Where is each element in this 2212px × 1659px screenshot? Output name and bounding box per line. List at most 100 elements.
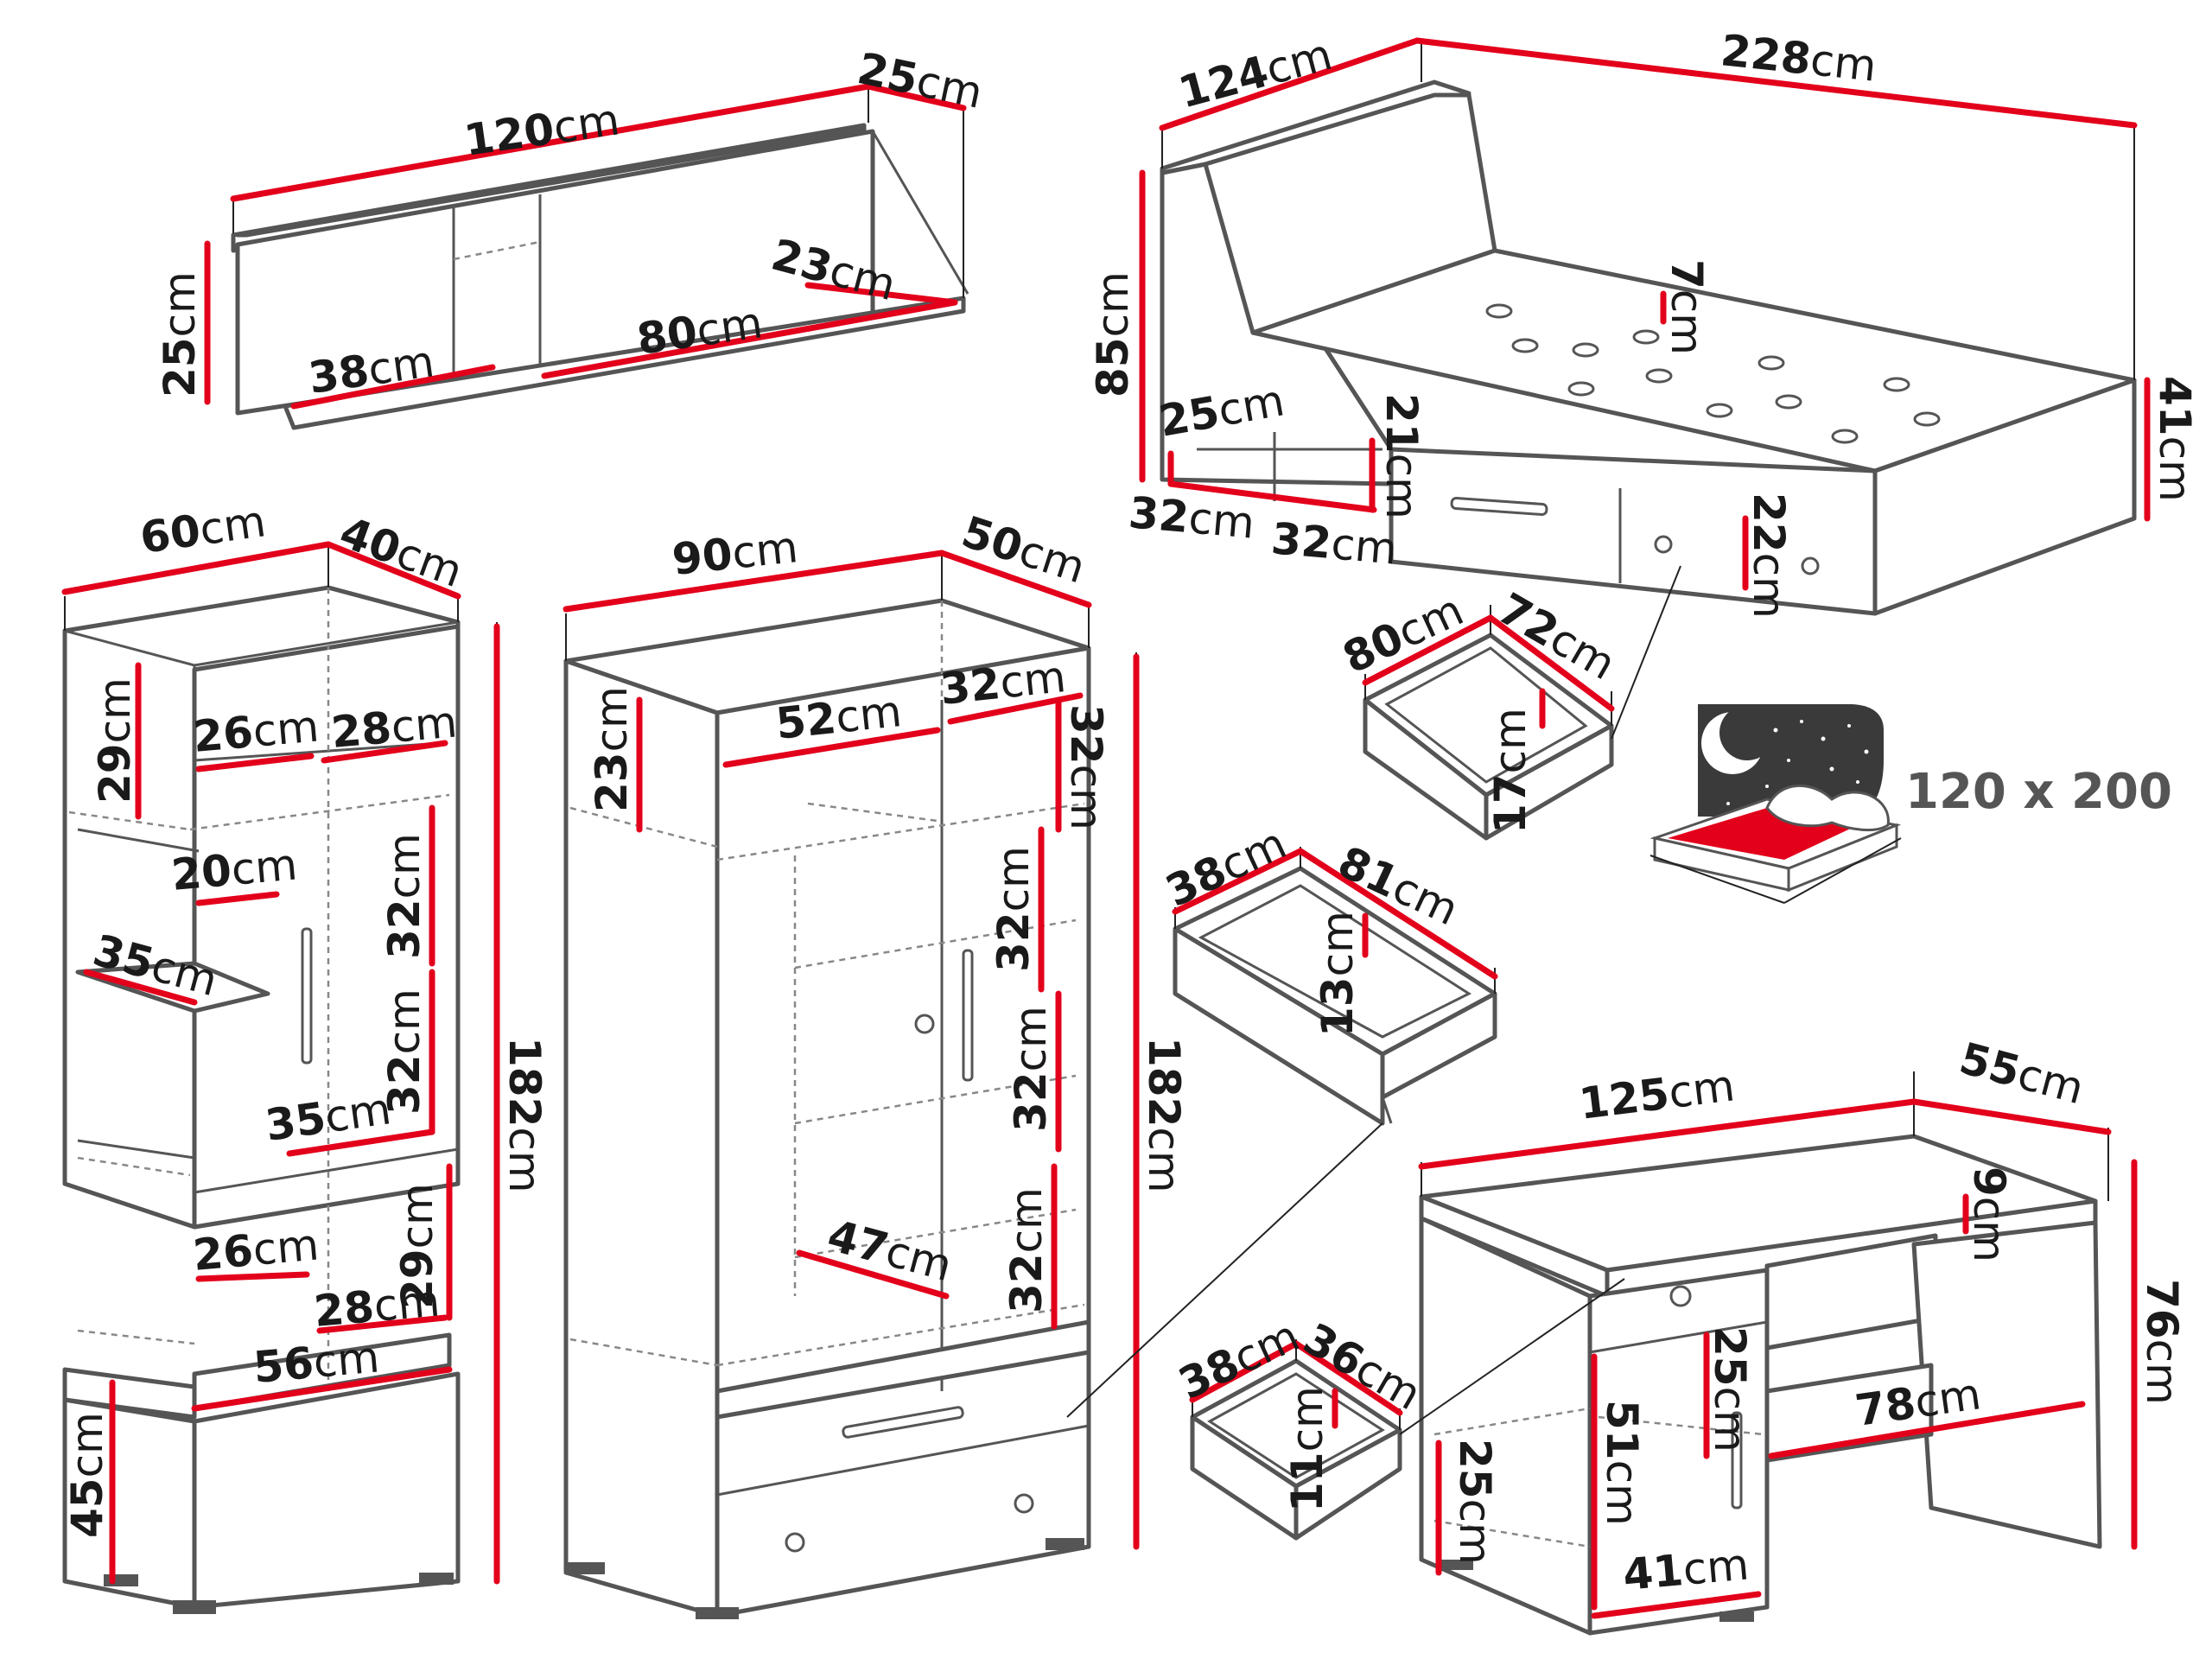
- desk-top-gap-label: 9cm: [1964, 1166, 2014, 1262]
- cabinet-inner-width-label: 20cm: [169, 839, 299, 899]
- bed-cubby-width-2-label: 32cm: [1269, 513, 1399, 574]
- cabinet-lower-width-line: [195, 1271, 310, 1282]
- shelf-section-label: 80cm: [634, 297, 766, 365]
- bed-cubby-width-line: [1167, 480, 1377, 513]
- bed-drawer-knob: [1654, 535, 1673, 554]
- shelf-width-label: 120cm: [461, 94, 623, 166]
- cabinet-inner-shelf-line: [286, 1128, 435, 1157]
- desk-cabinet-height-label: 51cm: [1597, 1400, 1647, 1526]
- desk-knee-width-line: [1768, 1401, 2086, 1459]
- cabinet-section-c-label: 29cm: [392, 1183, 442, 1309]
- cabinet-left-shelf-line: [83, 969, 198, 1006]
- wardrobe-shelf-3-label: 32cm: [1006, 1006, 1056, 1132]
- shelf-width-line: [230, 83, 872, 202]
- wardrobe-width-line: [563, 550, 945, 613]
- bed-drawer-height-label: 17cm: [1485, 708, 1535, 834]
- cabinet-top-width-line: [195, 753, 315, 772]
- cabinet-lower-depth-line: [316, 1314, 448, 1334]
- cabinet-top-depth-line: [321, 740, 448, 764]
- shelf-depth-line: [865, 83, 967, 111]
- cabinet-section-b-label: 32cm: [379, 988, 429, 1115]
- shelf-height-label: 25cm: [155, 271, 205, 397]
- cabinet-inner-width-line: [195, 891, 280, 906]
- cabinet-inner-shelf-label: 35cm: [263, 1084, 394, 1151]
- mattress-size-label: 120 x 200: [1905, 764, 2172, 820]
- shelf-compartment-line: [290, 364, 496, 410]
- bed-drawer-handle: [1450, 497, 1548, 516]
- wardrobe-drawer-height-label: 13cm: [1313, 911, 1363, 1037]
- cabinet-lower-depth-label: 28cm: [312, 1275, 442, 1336]
- cabinet-bottom-height-label: 45cm: [62, 1412, 112, 1538]
- desk: [1418, 1071, 2138, 1636]
- wardrobe-width-label: 90cm: [670, 522, 800, 585]
- cabinet-depth-line: [325, 541, 461, 600]
- wardrobe-bottom-depth-line: [796, 1249, 950, 1300]
- bed-drawer-depth-line: [1487, 614, 1615, 712]
- bed-drawer-side-label: 22cm: [1744, 493, 1794, 619]
- bed-drawer-front-label: 21cm: [1376, 393, 1427, 519]
- bed-depth-label: 124cm: [1173, 29, 1337, 118]
- cabinet-lower-width-label: 26cm: [191, 1219, 321, 1280]
- wardrobe-inner-depth-label: 32cm: [938, 652, 1068, 715]
- wardrobe-drawer-depth-line: [1297, 848, 1498, 980]
- shelf-compartment-label: 38cm: [306, 336, 437, 404]
- cabinet-top-width-label: 26cm: [191, 701, 321, 761]
- bed-length-line: [1414, 37, 2138, 129]
- desk-drawer-front-label: 25cm: [1705, 1326, 1755, 1452]
- wardrobe-shelf-4-label: 32cm: [1001, 1187, 1052, 1313]
- desk-drawer-height-label: 11cm: [1282, 1386, 1332, 1512]
- cabinet-top-depth-label: 28cm: [329, 696, 459, 757]
- wardrobe-inner-width-line: [722, 727, 941, 768]
- bed-cubby-height-label: 25cm: [1155, 375, 1288, 446]
- cabinet-depth-label: 40cm: [334, 507, 469, 597]
- tall-cabinet-handle-upper: [301, 927, 313, 1065]
- wardrobe-door-handle: [962, 949, 974, 1082]
- desk-knee-width-label: 78cm: [1853, 1369, 1984, 1436]
- wardrobe-inner-width-label: 52cm: [773, 686, 904, 749]
- bed-headboard-height-label: 85cm: [1088, 271, 1138, 397]
- shelf-depth-label: 25cm: [854, 43, 988, 118]
- desk-door-handle: [1731, 1411, 1743, 1510]
- wardrobe-depth-line: [938, 550, 1092, 608]
- wardrobe-drawer: [1066, 847, 1498, 1418]
- duvet-icon: [1765, 784, 1890, 831]
- mattress-tufts: [1485, 303, 1941, 444]
- cabinet-top-height-label: 29cm: [90, 677, 140, 804]
- bed-drawer: [1362, 565, 1681, 841]
- wardrobe-top-height-label: 23cm: [587, 686, 637, 812]
- wardrobe: [563, 550, 1140, 1619]
- tall-cabinet: [61, 541, 500, 1614]
- cabinet-bottom-width-line: [191, 1366, 453, 1412]
- desk-depth-line: [1910, 1098, 2112, 1135]
- shelf-inner-depth-line: [804, 282, 958, 306]
- shelf-section-line: [541, 299, 958, 379]
- bed-depth-line: [1159, 37, 1421, 131]
- bed-recess-label: 7cm: [1662, 259, 1712, 355]
- desk-cabinet-width-label: 41cm: [1621, 1539, 1751, 1599]
- cabinet-section-a-label: 32cm: [379, 833, 429, 959]
- bed-cubby-width-1-label: 32cm: [1127, 487, 1256, 548]
- desk-drawer-width-line: [1189, 1340, 1300, 1403]
- desk-drawer-depth-line: [1293, 1340, 1403, 1416]
- desk-left-height-label: 25cm: [1450, 1439, 1500, 1565]
- desk-drawer: [1189, 1278, 1625, 1541]
- wardrobe-height-label: 182cm: [1139, 1037, 1189, 1193]
- cabinet-height-label: 182cm: [499, 1037, 550, 1193]
- bed-side-height-label: 41cm: [2150, 376, 2200, 502]
- wardrobe-shelf-2-label: 32cm: [988, 846, 1039, 972]
- cabinet-width-line: [61, 541, 332, 595]
- desk-width-line: [1418, 1098, 1917, 1170]
- desk-cabinet-width-line: [1591, 1591, 1762, 1619]
- wardrobe-shelf-1-label: 32cm: [1061, 704, 1111, 830]
- desk-width-label: 125cm: [1576, 1060, 1737, 1129]
- bed-length-label: 228cm: [1719, 25, 1879, 92]
- cabinet-bottom-width-label: 56cm: [251, 1332, 381, 1392]
- bed-drawer-width-line: [1362, 614, 1494, 686]
- wardrobe-drawer-width-line: [1172, 848, 1304, 915]
- dimension-labels: 120cm 25cm 25cm 38cm 80cm 23cm 124cm 228…: [62, 25, 2200, 1600]
- cabinet-width-label: 60cm: [137, 496, 269, 563]
- wardrobe-drawer-handle: [842, 1406, 964, 1439]
- desk-depth-label: 55cm: [1955, 1033, 2089, 1115]
- bed: [1139, 37, 2151, 616]
